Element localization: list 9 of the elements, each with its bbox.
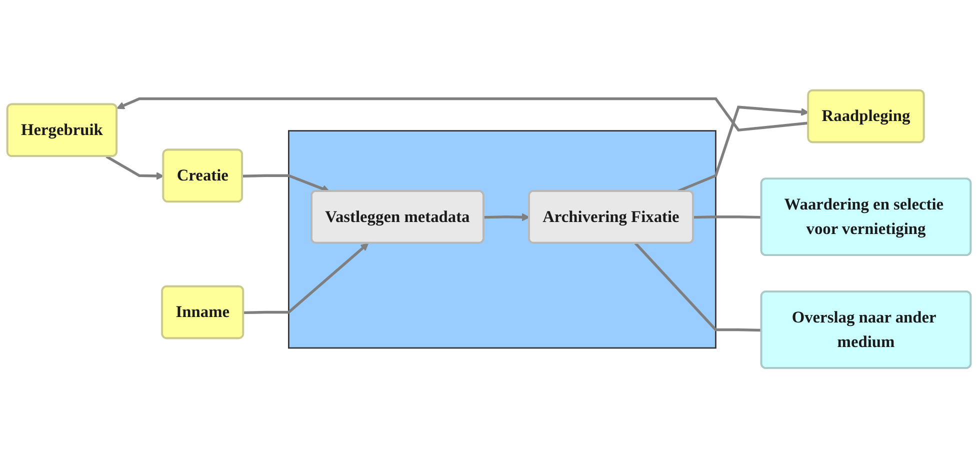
cluster	[288, 130, 716, 349]
connector	[693, 216, 762, 220]
arrow	[106, 156, 164, 180]
connector	[634, 242, 762, 332]
arrow	[244, 243, 369, 314]
arrow	[484, 214, 530, 222]
arrow	[242, 174, 330, 193]
arrow	[676, 106, 809, 193]
arrow	[116, 98, 809, 132]
